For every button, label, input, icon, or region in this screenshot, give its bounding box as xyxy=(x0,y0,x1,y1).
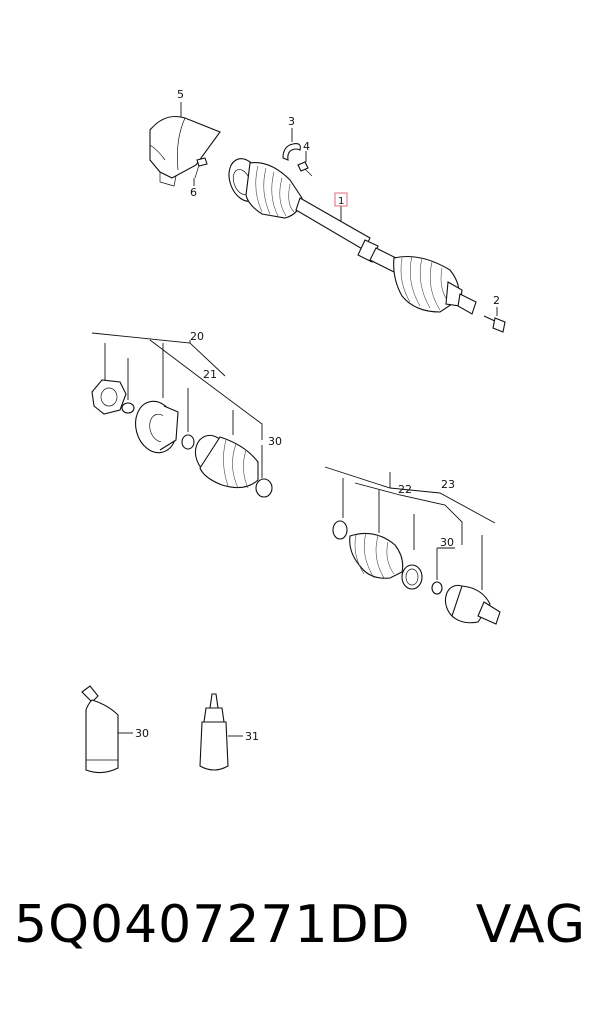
ring-part xyxy=(181,434,195,450)
bolt-6-part xyxy=(194,157,208,179)
parts-diagram: 5 6 3 4 xyxy=(81,88,506,774)
callout-30a: 30 xyxy=(268,435,282,448)
bracket-22 xyxy=(354,482,463,545)
circlip-part xyxy=(121,402,135,414)
callout-4: 4 xyxy=(303,140,310,153)
inner-boot-part xyxy=(194,434,259,489)
callout-22: 22 xyxy=(398,483,412,496)
sealant-bottle-part xyxy=(199,693,229,771)
grease-tube-part xyxy=(81,685,119,774)
callout-20: 20 xyxy=(190,330,204,343)
clamp-outer-part xyxy=(332,520,348,540)
callout-6: 6 xyxy=(190,186,197,199)
cv-joint-flange-part xyxy=(134,400,179,454)
callout-21: 21 xyxy=(203,368,217,381)
callout-30c: 30 xyxy=(135,727,149,740)
brand-label: VAG xyxy=(475,895,586,955)
band-clamp-part xyxy=(401,564,423,590)
gasket-part xyxy=(91,379,127,415)
callout-23: 23 xyxy=(441,478,455,491)
circlip-3-part xyxy=(282,143,301,161)
callout-30b: 30 xyxy=(440,536,454,549)
callout-1-highlight xyxy=(334,192,348,207)
bolt-2-part xyxy=(483,315,506,333)
bolt-4-part xyxy=(297,161,313,177)
outer-circlip-part xyxy=(431,581,443,595)
callout-31: 31 xyxy=(245,730,259,743)
clamp-part xyxy=(255,478,273,498)
outer-joint-part xyxy=(444,584,501,625)
outer-boot-part xyxy=(349,532,404,579)
part-number: 5Q0407271DD xyxy=(14,895,411,955)
drive-shaft-part xyxy=(228,158,477,315)
footer: 5Q0407271DD VAG xyxy=(0,895,600,985)
callout-1: 1 xyxy=(338,196,344,207)
callout-3: 3 xyxy=(288,115,295,128)
heat-shield-part xyxy=(149,115,221,187)
bracket-21 xyxy=(149,339,263,440)
bracket-23 xyxy=(324,466,496,524)
callout-5: 5 xyxy=(177,88,184,101)
callout-2: 2 xyxy=(493,294,500,307)
